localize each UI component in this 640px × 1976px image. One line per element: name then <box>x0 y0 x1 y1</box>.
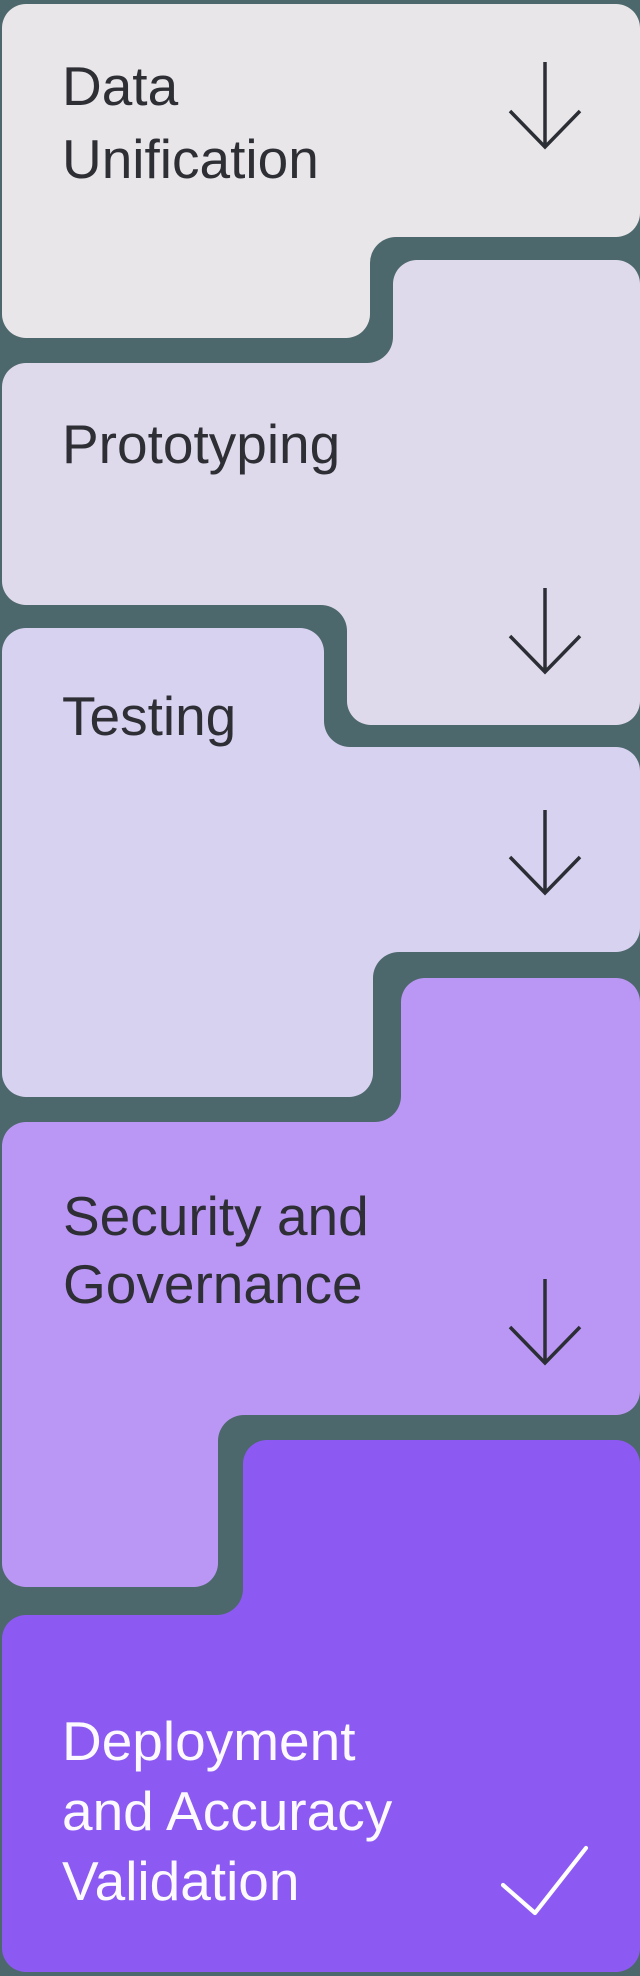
down-arrow-icon <box>508 1279 582 1366</box>
check-icon <box>500 1845 589 1916</box>
step-label-line: Governance <box>63 1253 363 1315</box>
step-testing: Testing <box>2 628 640 1097</box>
down-arrow-icon <box>508 588 582 675</box>
step-label-line: Validation <box>62 1850 299 1912</box>
down-arrow-icon <box>508 62 582 150</box>
step-box-security-and-governance <box>2 978 640 1587</box>
step-label-line: Data <box>62 55 179 117</box>
step-label-line: Security and <box>63 1185 369 1247</box>
step-label-line: Prototyping <box>62 413 340 475</box>
step-box-prototyping <box>2 260 640 725</box>
step-label-line: Deployment <box>62 1710 355 1772</box>
step-label-line: Unification <box>62 128 319 190</box>
step-box-deployment-and-accuracy-validation <box>2 1440 640 1972</box>
step-label-line: and Accuracy <box>62 1780 393 1842</box>
step-box-data-unification <box>2 4 640 338</box>
step-prototyping: Prototyping <box>2 260 640 725</box>
step-label-line: Testing <box>62 685 236 747</box>
down-arrow-icon <box>508 810 582 896</box>
step-box-testing <box>2 628 640 1097</box>
